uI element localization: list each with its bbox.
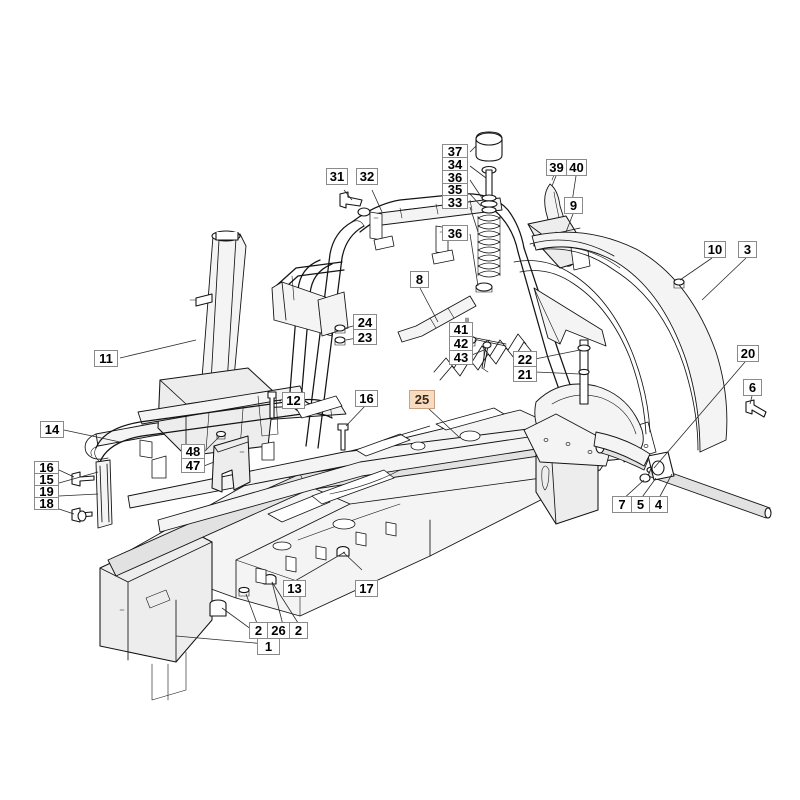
callout-22[interactable]: 22: [513, 351, 537, 367]
callout-6[interactable]: 6: [743, 379, 762, 396]
callout-2-right[interactable]: 2: [289, 622, 308, 639]
callout-34[interactable]: 34: [442, 157, 468, 171]
callout-16-left[interactable]: 16: [34, 461, 59, 474]
callout-stack-22-21: 22 21: [513, 351, 537, 382]
brace-arm-8: [397, 295, 477, 343]
callout-stack-spring: 37 34 36 35 33: [442, 144, 468, 209]
callout-31[interactable]: 31: [326, 168, 348, 185]
callout-24[interactable]: 24: [353, 314, 377, 330]
callout-14[interactable]: 14: [40, 421, 64, 438]
step-plate: [271, 261, 349, 337]
fastener-23: [334, 336, 346, 346]
callout-37[interactable]: 37: [442, 144, 468, 158]
bolt-16-centre: [337, 423, 349, 451]
plate-fasteners: [71, 471, 95, 523]
deck-plates: [267, 407, 505, 551]
callout-35[interactable]: 35: [442, 183, 468, 196]
callout-36-lower[interactable]: 36: [442, 225, 468, 241]
callout-13[interactable]: 13: [283, 580, 306, 597]
side-plate-15-19: [95, 459, 113, 529]
leader-lines: [58, 145, 753, 645]
bolt-12: [267, 391, 277, 419]
callout-8[interactable]: 8: [410, 271, 429, 288]
fastener-10: [673, 278, 685, 289]
callout-row-2-26-2: 2 26 2: [249, 622, 308, 639]
callout-26[interactable]: 26: [267, 622, 290, 639]
callout-16[interactable]: 16: [355, 390, 378, 407]
lower-rail-fasteners: [209, 521, 397, 617]
callout-10[interactable]: 10: [704, 241, 726, 258]
callout-stack-24-23: 24 23: [353, 314, 377, 345]
bolt-6: [745, 399, 767, 418]
spring-assembly: [475, 131, 503, 293]
callout-48[interactable]: 48: [181, 444, 205, 459]
fastener-24: [334, 324, 346, 334]
callout-7[interactable]: 7: [612, 496, 632, 513]
coil-spring: [477, 214, 501, 278]
callout-42[interactable]: 42: [449, 336, 473, 351]
callout-23[interactable]: 23: [353, 329, 377, 345]
callout-5[interactable]: 5: [631, 496, 650, 513]
callout-18[interactable]: 18: [34, 497, 59, 510]
callout-stack-48-47: 48 47: [181, 444, 205, 473]
callout-47[interactable]: 47: [181, 458, 205, 473]
rear-support-arm: [593, 431, 651, 467]
bracket-47: [211, 435, 251, 493]
callout-9[interactable]: 9: [564, 197, 583, 214]
callout-4[interactable]: 4: [649, 496, 668, 513]
callout-19[interactable]: 19: [34, 485, 59, 498]
callout-41[interactable]: 41: [449, 322, 473, 337]
callout-32[interactable]: 32: [356, 168, 378, 185]
callout-stack-16-18: 16 15 19 18: [34, 461, 59, 510]
callout-row-7-5-4: 7 5 4: [612, 496, 668, 513]
bolt-31: [339, 191, 363, 209]
callout-40[interactable]: 40: [566, 159, 587, 176]
callout-39[interactable]: 39: [546, 159, 567, 176]
callout-43[interactable]: 43: [449, 350, 473, 365]
callout-25-highlighted[interactable]: 25: [409, 390, 435, 409]
callout-17[interactable]: 17: [355, 580, 378, 597]
callout-21[interactable]: 21: [513, 366, 537, 382]
callout-12[interactable]: 12: [282, 392, 305, 409]
callout-11[interactable]: 11: [94, 350, 118, 367]
callout-33[interactable]: 33: [442, 195, 468, 209]
fastener-48: [215, 430, 227, 440]
callout-1[interactable]: 1: [257, 638, 280, 655]
callout-3[interactable]: 3: [738, 241, 757, 258]
callout-2-left[interactable]: 2: [249, 622, 268, 639]
callout-20[interactable]: 20: [737, 345, 759, 362]
seat-back-assembly: [137, 230, 305, 457]
callout-stack-41-43: 41 42 43: [449, 322, 473, 365]
clip-43: [482, 341, 492, 359]
